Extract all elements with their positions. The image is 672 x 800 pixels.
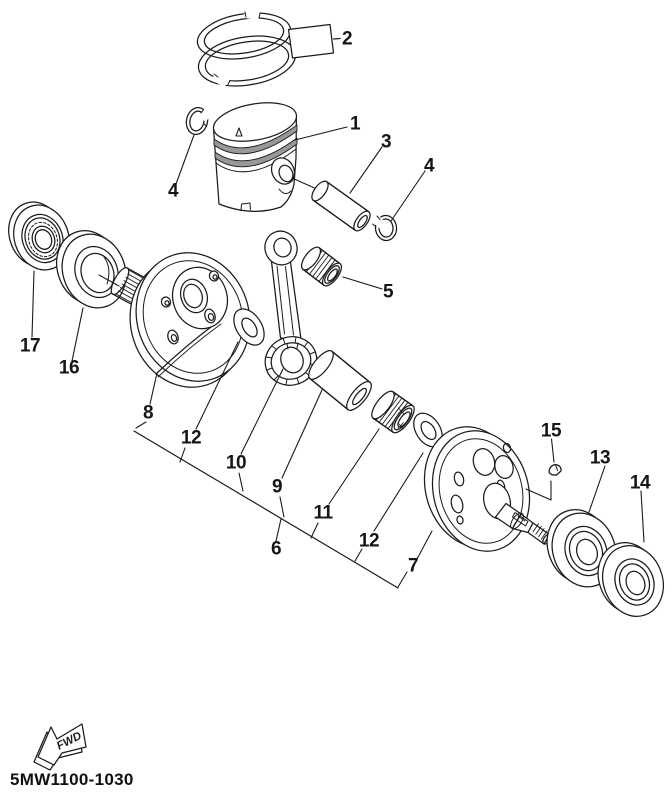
circlip-right-drawing [370, 213, 398, 242]
callout-crankshaft-assy[interactable]: 6 [270, 538, 282, 560]
callout-connecting-rod[interactable]: 10 [225, 452, 247, 474]
circlip-left-drawing [185, 106, 214, 136]
connecting-rod-drawing [264, 230, 318, 386]
callout-piston-ring-set[interactable]: 2 [341, 28, 353, 50]
callout-bearing-14[interactable]: 14 [629, 472, 651, 494]
washer-left-drawing [233, 308, 265, 346]
callout-oil-seal[interactable]: 17 [19, 335, 41, 357]
callout-bearing-13[interactable]: 13 [589, 447, 611, 469]
callout-circlip-right[interactable]: 4 [423, 155, 435, 177]
callout-washer-right[interactable]: 12 [358, 530, 380, 552]
crank-pin-drawing [308, 350, 372, 411]
callout-piston-pin[interactable]: 3 [380, 131, 392, 153]
piston-drawing [212, 102, 320, 212]
small-end-bearing-drawing [300, 246, 343, 287]
woodruff-key-drawing [548, 463, 562, 476]
callout-bearing-16[interactable]: 16 [58, 357, 80, 379]
callout-small-end-bearing[interactable]: 5 [382, 281, 394, 303]
bearing-left-drawing [56, 230, 127, 309]
crank-half-left-drawing [98, 252, 251, 388]
oil-seal-drawing [8, 201, 70, 271]
callout-big-end-bearing[interactable]: 11 [313, 502, 333, 524]
callout-crank-half-left[interactable]: 8 [142, 402, 154, 424]
crank-half-right-drawing [423, 426, 552, 552]
callout-washer-left[interactable]: 12 [180, 427, 202, 449]
callout-crank-half-right[interactable]: 7 [407, 555, 419, 577]
callout-circlip-left[interactable]: 4 [167, 180, 179, 202]
piston-ring-set-drawing [196, 7, 341, 88]
bearing-14-drawing [597, 542, 664, 617]
diagram-part-code: 5MW1100-1030 [10, 770, 134, 789]
fwd-arrow: FWD [33, 723, 87, 771]
callout-woodruff-key[interactable]: 15 [540, 420, 562, 442]
callout-crank-pin[interactable]: 9 [271, 476, 283, 498]
piston-pin-drawing [311, 180, 371, 232]
big-end-bearing-drawing [371, 390, 415, 434]
callout-piston[interactable]: 1 [349, 113, 361, 135]
callout-leader-lines [31, 126, 645, 589]
